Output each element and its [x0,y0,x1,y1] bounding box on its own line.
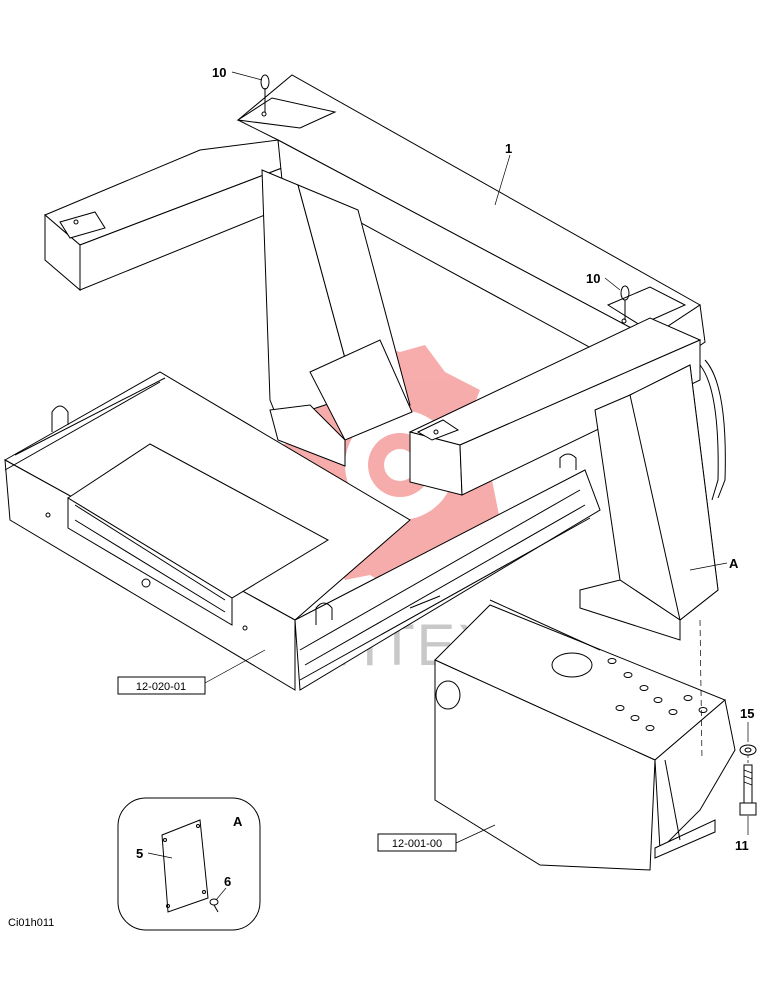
callout-cover-plate: 5 [136,846,143,861]
drawing-code: Ci01h011 [8,917,54,929]
callout-screw: 6 [224,874,231,889]
hydraulic-tank [434,599,736,871]
ref-box-left-tray [117,676,206,695]
callout-view-a-pointer: A [729,556,739,571]
detail-view-a [117,797,261,931]
main-frame [44,74,726,641]
callout-washer: 15 [740,706,754,721]
ref-tank: 12-001-00 [392,838,442,850]
callout-frame: 1 [505,141,512,156]
screw [209,898,219,913]
ref-left-tray: 12-020-01 [136,681,186,693]
callout-detail-view: A [233,814,243,829]
tank-port-holes [607,658,708,731]
eye-bolt-top [260,74,270,112]
leader-lines [147,71,749,901]
callout-eye-bolt-top: 10 [212,65,226,80]
callout-bolt: 11 [735,838,749,853]
hex-bolt [739,764,757,816]
callout-eye-bolt-right: 10 [586,271,600,286]
ref-box-tank [377,833,457,852]
eye-bolt-right [620,285,630,320]
left-tray-assembly [3,371,601,691]
washer [739,744,757,756]
